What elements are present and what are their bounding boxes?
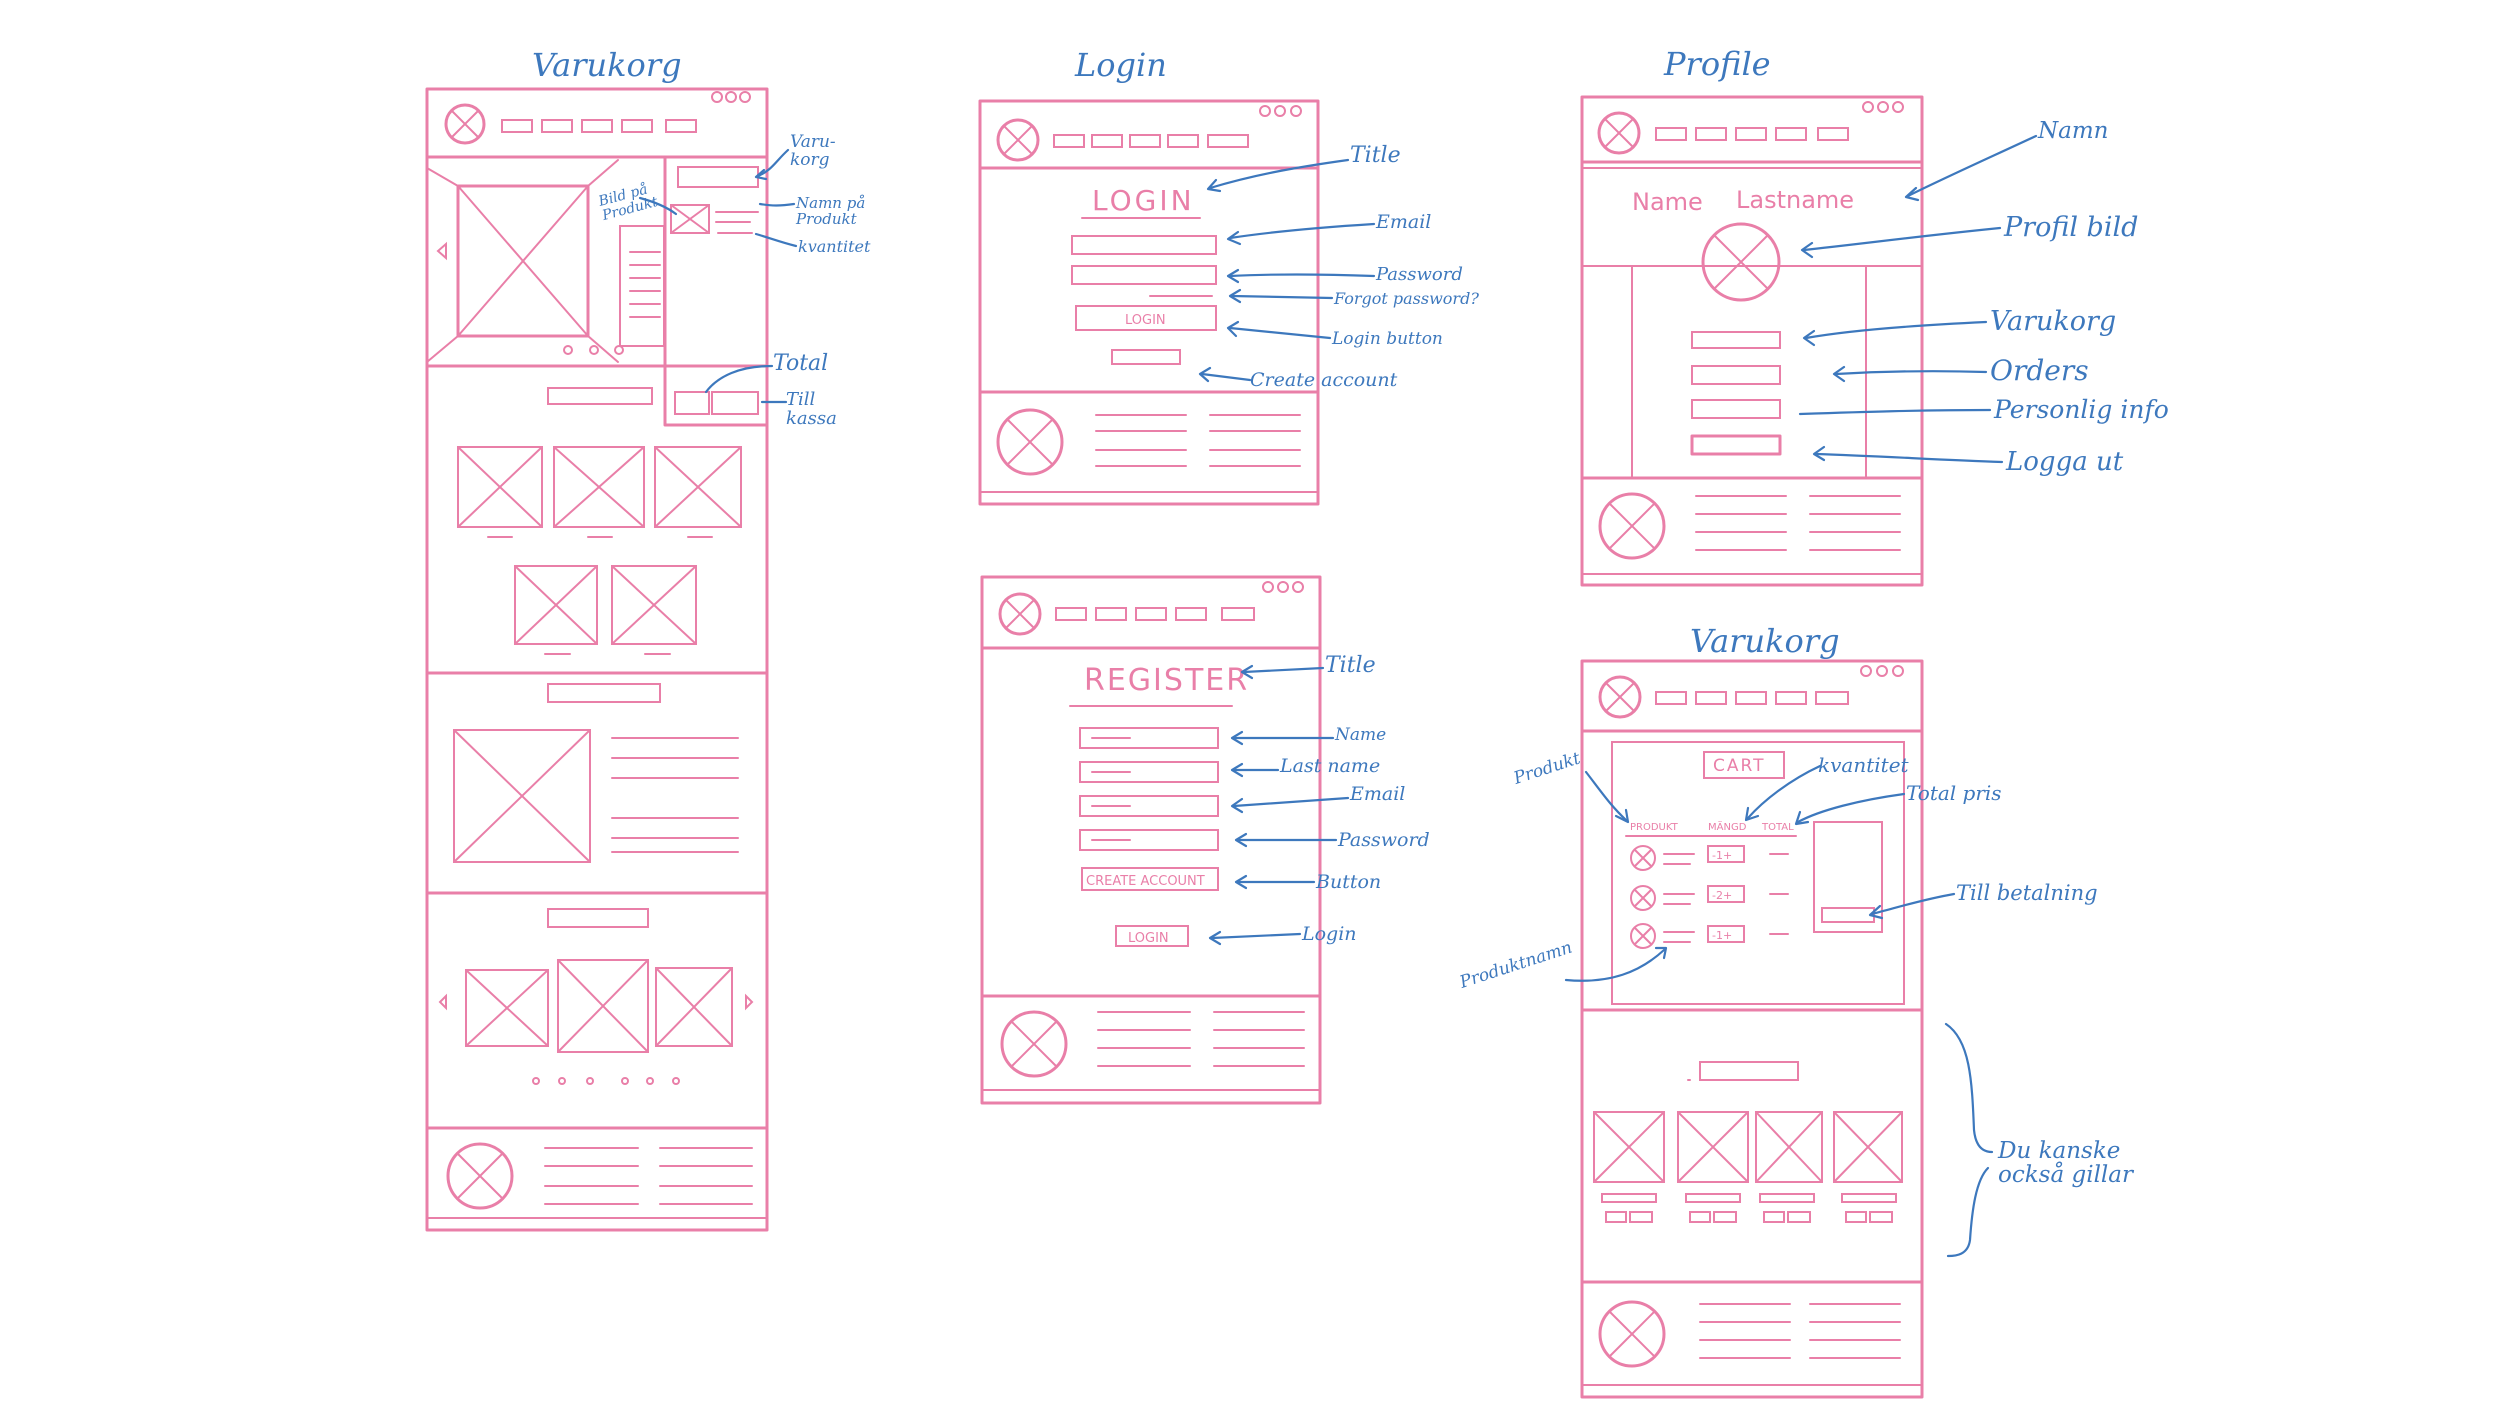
profile-lastname-label: Lastname	[1736, 186, 1854, 214]
login-annotations: Title Email Password Forgot password? Lo…	[1198, 143, 1479, 391]
annotation-personlig-info: Personlig info	[1993, 395, 2169, 424]
annotation-orders: Orders	[1990, 354, 2089, 387]
create-account-button-label: CREATE ACCOUNT	[1086, 874, 1205, 889]
profile-title: Profile	[1663, 45, 1771, 83]
annotation-title-register: Title	[1325, 653, 1376, 678]
order-summary	[1813, 821, 1883, 933]
profile-info-button	[1691, 399, 1781, 419]
varukorg-cart-annotations: Produkt kvantitet Total pris Till betaln…	[1456, 748, 2135, 1258]
column-total: TOTAL	[1761, 822, 1794, 833]
checkout-button	[1821, 907, 1875, 923]
footer-logo-icon	[996, 408, 1064, 476]
annotation-login: Login	[1301, 923, 1357, 945]
login-password-field	[1071, 265, 1217, 285]
profile-wireframe: Profile Name Lastname Namn Profil bild	[1580, 45, 2169, 587]
annotation-forgot-password: Forgot password?	[1333, 289, 1479, 308]
qty-row-1: -1+	[1712, 849, 1732, 862]
register-annotations: Title Name Last name Email Password Butt…	[1208, 653, 1430, 946]
annotation-title: Title	[1350, 143, 1401, 168]
cart-heading: CART	[1713, 756, 1765, 776]
annotation-varukorg: Varu-korg	[790, 132, 836, 170]
create-account-link	[1111, 349, 1181, 365]
annotation-kvantitet: kvantitet	[798, 237, 871, 256]
logo-icon	[1598, 675, 1642, 719]
cart-row: -1+	[1630, 845, 1789, 871]
annotation-produktnamn: Produktnamn	[1456, 938, 1574, 993]
product-thumb	[670, 204, 710, 234]
annotation-till-betalning: Till betalning	[1956, 881, 2098, 905]
logo-icon	[1597, 111, 1641, 155]
annotation-name: Name	[1334, 725, 1386, 745]
login-wireframe: Login LOGIN LOGIN Title Email Password	[978, 46, 1479, 506]
varukorg-cart-wireframe: Varukorg CART PRODUKT MÄNGD TOTAL -1+	[1456, 622, 2135, 1399]
login-button	[1075, 305, 1217, 331]
register-login-button-label: LOGIN	[1128, 931, 1169, 946]
register-wireframe: REGISTER CREATE ACCOUNT LOGIN Title Name…	[980, 575, 1430, 1105]
cart-dropdown	[663, 155, 769, 427]
varukorg-cart-title: Varukorg	[1690, 622, 1840, 660]
varukorg-tall-title: Varukorg	[532, 46, 682, 84]
annotation-email-register: Email	[1349, 783, 1405, 805]
logo-icon	[998, 592, 1042, 636]
annotation-login-button: Login button	[1331, 329, 1443, 349]
profile-picture	[1701, 222, 1781, 302]
logo-icon	[996, 118, 1040, 162]
login-title: Login	[1074, 46, 1167, 84]
logo-icon	[444, 103, 486, 145]
annotation-password-register: Password	[1337, 829, 1430, 851]
cart-heading-box	[1703, 751, 1785, 779]
create-account-button	[1081, 867, 1219, 891]
cart-row: -2+	[1630, 885, 1789, 911]
qty-row-2: -2+	[1712, 889, 1732, 902]
footer-logo-icon	[446, 1142, 514, 1210]
column-produkt: PRODUKT	[1630, 822, 1679, 833]
register-email-field	[1079, 795, 1219, 817]
profile-orders-button	[1691, 365, 1781, 385]
recommendations	[1593, 1111, 1903, 1223]
login-button-label: LOGIN	[1125, 313, 1166, 328]
annotation-password: Password	[1375, 264, 1463, 285]
hero-image	[456, 184, 590, 338]
profile-logout-button	[1690, 434, 1782, 456]
footer-logo-icon	[1000, 1010, 1068, 1078]
annotation-email: Email	[1375, 211, 1431, 233]
footer-logo-icon	[1598, 492, 1666, 560]
profile-annotations: Namn Profil bild Varukorg Orders Personl…	[1798, 118, 2169, 477]
register-login-button	[1115, 925, 1189, 947]
annotation-namn: Namn	[2037, 118, 2108, 144]
cart-row: -1+	[1630, 923, 1789, 949]
qty-row-3: -1+	[1712, 929, 1732, 942]
annotation-varukorg-profile: Varukorg	[1990, 306, 2116, 337]
footer-logo-icon	[1598, 1300, 1666, 1368]
column-mangd: MÄNGD	[1708, 820, 1747, 833]
annotation-profil-bild: Profil bild	[2003, 212, 2138, 243]
annotation-logga-ut: Logga ut	[2005, 447, 2124, 477]
annotation-kvantitet-cart: kvantitet	[1818, 753, 1910, 777]
register-password-field	[1079, 829, 1219, 851]
cart-panel	[1611, 741, 1905, 1005]
annotation-button: Button	[1315, 871, 1381, 893]
annotation-create-account: Create account	[1250, 369, 1398, 391]
annotation-produkt: Produkt	[1510, 748, 1583, 789]
annotation-total: Total	[773, 351, 828, 376]
register-heading: REGISTER	[1084, 663, 1249, 698]
annotation-last-name: Last name	[1279, 755, 1380, 777]
login-heading: LOGIN	[1092, 184, 1195, 217]
product-grid	[457, 446, 742, 655]
profile-name-label: Name	[1632, 188, 1703, 216]
register-name-field	[1079, 727, 1219, 749]
profile-varukorg-button	[1691, 331, 1781, 349]
varukorg-tall-wireframe: Varukorg	[425, 46, 871, 1232]
register-lastname-field	[1079, 761, 1219, 783]
login-email-field	[1071, 235, 1217, 255]
annotation-total-pris: Total pris	[1906, 781, 2002, 805]
